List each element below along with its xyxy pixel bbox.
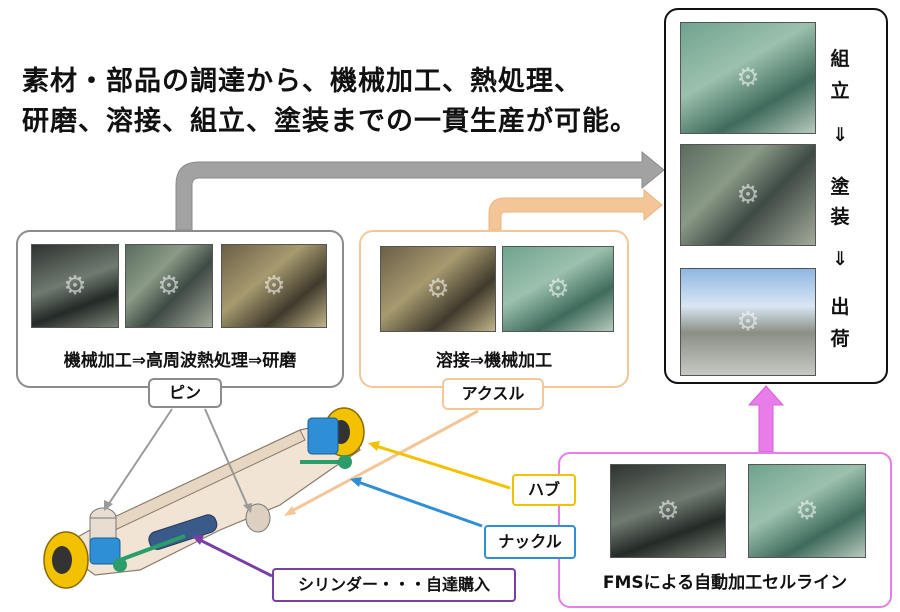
step-arrow-2: ⇓ bbox=[832, 248, 848, 270]
step-paint-2: 装 bbox=[830, 206, 850, 228]
step-ship-2: 荷 bbox=[830, 328, 850, 350]
pin-leader-left bbox=[107, 408, 173, 506]
welding-photo: ⚙ bbox=[380, 246, 496, 332]
cylinder-label: シリンダー・・・自達購入 bbox=[272, 568, 516, 602]
painting-photo: ⚙ bbox=[680, 144, 816, 246]
fms-to-assembly-arrow bbox=[747, 385, 785, 453]
axle-assembly-illustration bbox=[43, 407, 365, 589]
headline-line-1: 素材・部品の調達から、機械加工、熱処理、 bbox=[22, 66, 582, 97]
shipping-photo: ⚙ bbox=[680, 268, 816, 376]
axle-leader bbox=[289, 409, 479, 514]
axle-to-assembly-arrow bbox=[488, 188, 663, 231]
hub-label: ハブ bbox=[512, 474, 576, 506]
cylinder-leader bbox=[199, 538, 273, 578]
axle-process-caption: 溶接⇒機械加工 bbox=[435, 351, 553, 371]
fms-box: ⚙ ⚙ FMSによる自動加工セルライン bbox=[558, 452, 892, 608]
pin-leader-right bbox=[204, 408, 249, 508]
axle-machining-photo: ⚙ bbox=[502, 246, 614, 332]
axle-process-box: ⚙ ⚙ 溶接⇒機械加工 bbox=[359, 230, 629, 388]
headline: 素材・部品の調達から、機械加工、熱処理、 研磨、溶接、組立、塗装までの一貫生産が… bbox=[22, 62, 662, 142]
machining-photo: ⚙ bbox=[31, 244, 119, 328]
knuckle-leader bbox=[357, 480, 483, 528]
step-assemble-1: 組 bbox=[830, 48, 850, 70]
fms-caption: FMSによる自動加工セルライン bbox=[602, 573, 848, 593]
assembly-photo: ⚙ bbox=[680, 22, 816, 134]
step-paint-1: 塗 bbox=[830, 176, 850, 198]
grinding-photo: ⚙ bbox=[221, 244, 327, 328]
step-arrow-1: ⇓ bbox=[832, 124, 848, 146]
assembly-process-box: ⚙ ⚙ ⚙ bbox=[664, 8, 888, 384]
fms-robot-photo: ⚙ bbox=[610, 464, 726, 558]
fms-cell-line-photo: ⚙ bbox=[748, 464, 866, 558]
axle-tag: アクスル bbox=[442, 378, 544, 410]
knuckle-label: ナックル bbox=[484, 525, 576, 559]
pin-tag: ピン bbox=[148, 378, 222, 408]
step-assemble-2: 立 bbox=[830, 80, 850, 102]
pin-to-assembly-arrow bbox=[175, 150, 665, 231]
pin-process-caption: 機械加工⇒高周波熱処理⇒研磨 bbox=[63, 351, 297, 371]
pin-process-box: ⚙ ⚙ ⚙ 機械加工⇒高周波熱処理⇒研磨 bbox=[16, 230, 344, 388]
hub-leader bbox=[375, 444, 511, 490]
induction-hardening-photo: ⚙ bbox=[125, 244, 213, 328]
headline-line-2: 研磨、溶接、組立、塗装までの一貫生産が可能。 bbox=[22, 106, 638, 137]
step-ship-1: 出 bbox=[830, 296, 850, 318]
